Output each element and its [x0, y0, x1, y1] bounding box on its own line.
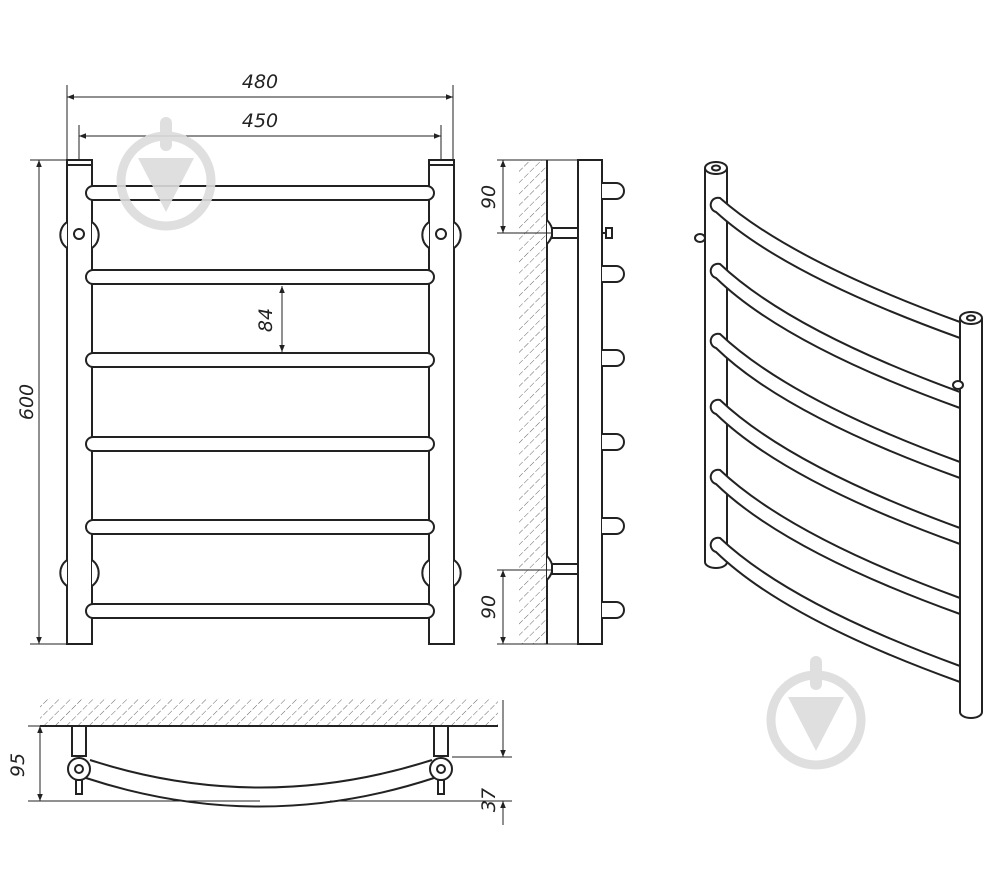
bracket-top-right	[435, 228, 447, 240]
right-riser	[428, 159, 455, 645]
iso-rungs	[709, 196, 961, 684]
iso-right-riser	[959, 318, 983, 719]
bracket-bottom-side	[551, 563, 579, 575]
dim-90-bottom-label: 90	[478, 595, 500, 619]
dim-450-label: 450	[242, 110, 278, 132]
iso-bracket-right	[952, 380, 964, 390]
rung-2	[85, 269, 435, 285]
dim-480-label: 480	[242, 71, 278, 93]
watermark-logo-top	[116, 117, 216, 231]
bracket-plan-left	[71, 725, 87, 757]
side-riser	[577, 159, 603, 645]
left-riser	[66, 159, 93, 645]
rung-4	[85, 436, 435, 452]
bracket-plan-right	[433, 725, 449, 757]
iso-bracket-left	[694, 233, 706, 243]
rung-1	[85, 185, 435, 201]
bracket-top-side	[551, 227, 579, 239]
dim-95-label: 95	[7, 753, 29, 777]
rung-3	[85, 352, 435, 368]
rung-5	[85, 519, 435, 535]
dim-84-label: 84	[255, 308, 277, 332]
dim-37-label: 37	[478, 788, 500, 812]
side-view: 90 90	[478, 159, 625, 645]
rung-ends	[602, 182, 625, 619]
iso-left-riser	[704, 168, 728, 569]
front-view: 480 450 600 84	[16, 71, 462, 645]
isometric-view	[694, 161, 983, 719]
rung-6	[85, 603, 435, 619]
wall-section	[519, 160, 547, 644]
dim-90-top-label: 90	[478, 185, 500, 209]
bracket-top-left	[73, 228, 85, 240]
top-view: 95 37	[7, 698, 512, 825]
watermark-logo-bottom	[766, 656, 866, 770]
wall-plan-section	[40, 698, 498, 726]
dim-600-label: 600	[16, 384, 38, 420]
